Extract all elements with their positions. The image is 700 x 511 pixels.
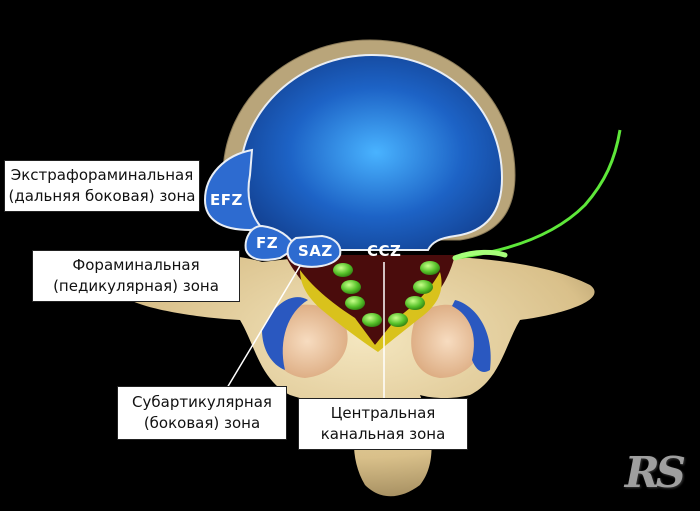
saz-label: SAZ (298, 242, 333, 260)
ccz-label: CCZ (367, 242, 402, 260)
foraminal-line-2: (педикулярная) зона (53, 277, 219, 295)
right-facet (411, 300, 491, 378)
extraforaminal-zone-label: Экстрафораминальная (дальняя боковая) зо… (4, 160, 200, 212)
author-watermark: RS (624, 448, 686, 497)
subarticular-line-2: (боковая) зона (143, 414, 261, 432)
subarticular-line-1: Субартикулярная (132, 393, 272, 411)
exiting-nerve (454, 129, 622, 260)
foraminal-zone-label: Фораминальная (педикулярная) зона (32, 250, 240, 302)
subarticular-zone-label: Субартикулярная (боковая) зона (117, 386, 287, 440)
ligamentum-flavum (300, 270, 442, 352)
foraminal-line-1: Фораминальная (72, 256, 200, 274)
fz-zone-bulge (244, 224, 298, 261)
extraforaminal-line-1: Экстрафораминальная (10, 166, 194, 184)
central-line-1: Центральная (330, 404, 436, 422)
efz-zone-bulge (203, 148, 264, 232)
central-canal-zone-label: Центральная канальная зона (298, 398, 468, 450)
vertebral-arch (130, 254, 595, 497)
leader-line-subarticular (226, 265, 301, 389)
nerve-ganglion (452, 249, 508, 261)
left-facet (262, 297, 348, 378)
extraforaminal-line-2: (дальняя боковая) зона (8, 187, 196, 205)
fz-label: FZ (256, 234, 279, 252)
efz-label: EFZ (210, 191, 243, 209)
nerve-rootlets (333, 261, 440, 327)
spinal-canal (285, 255, 455, 345)
central-line-2: канальная зона (320, 425, 446, 443)
saz-zone-bulge (286, 234, 342, 268)
